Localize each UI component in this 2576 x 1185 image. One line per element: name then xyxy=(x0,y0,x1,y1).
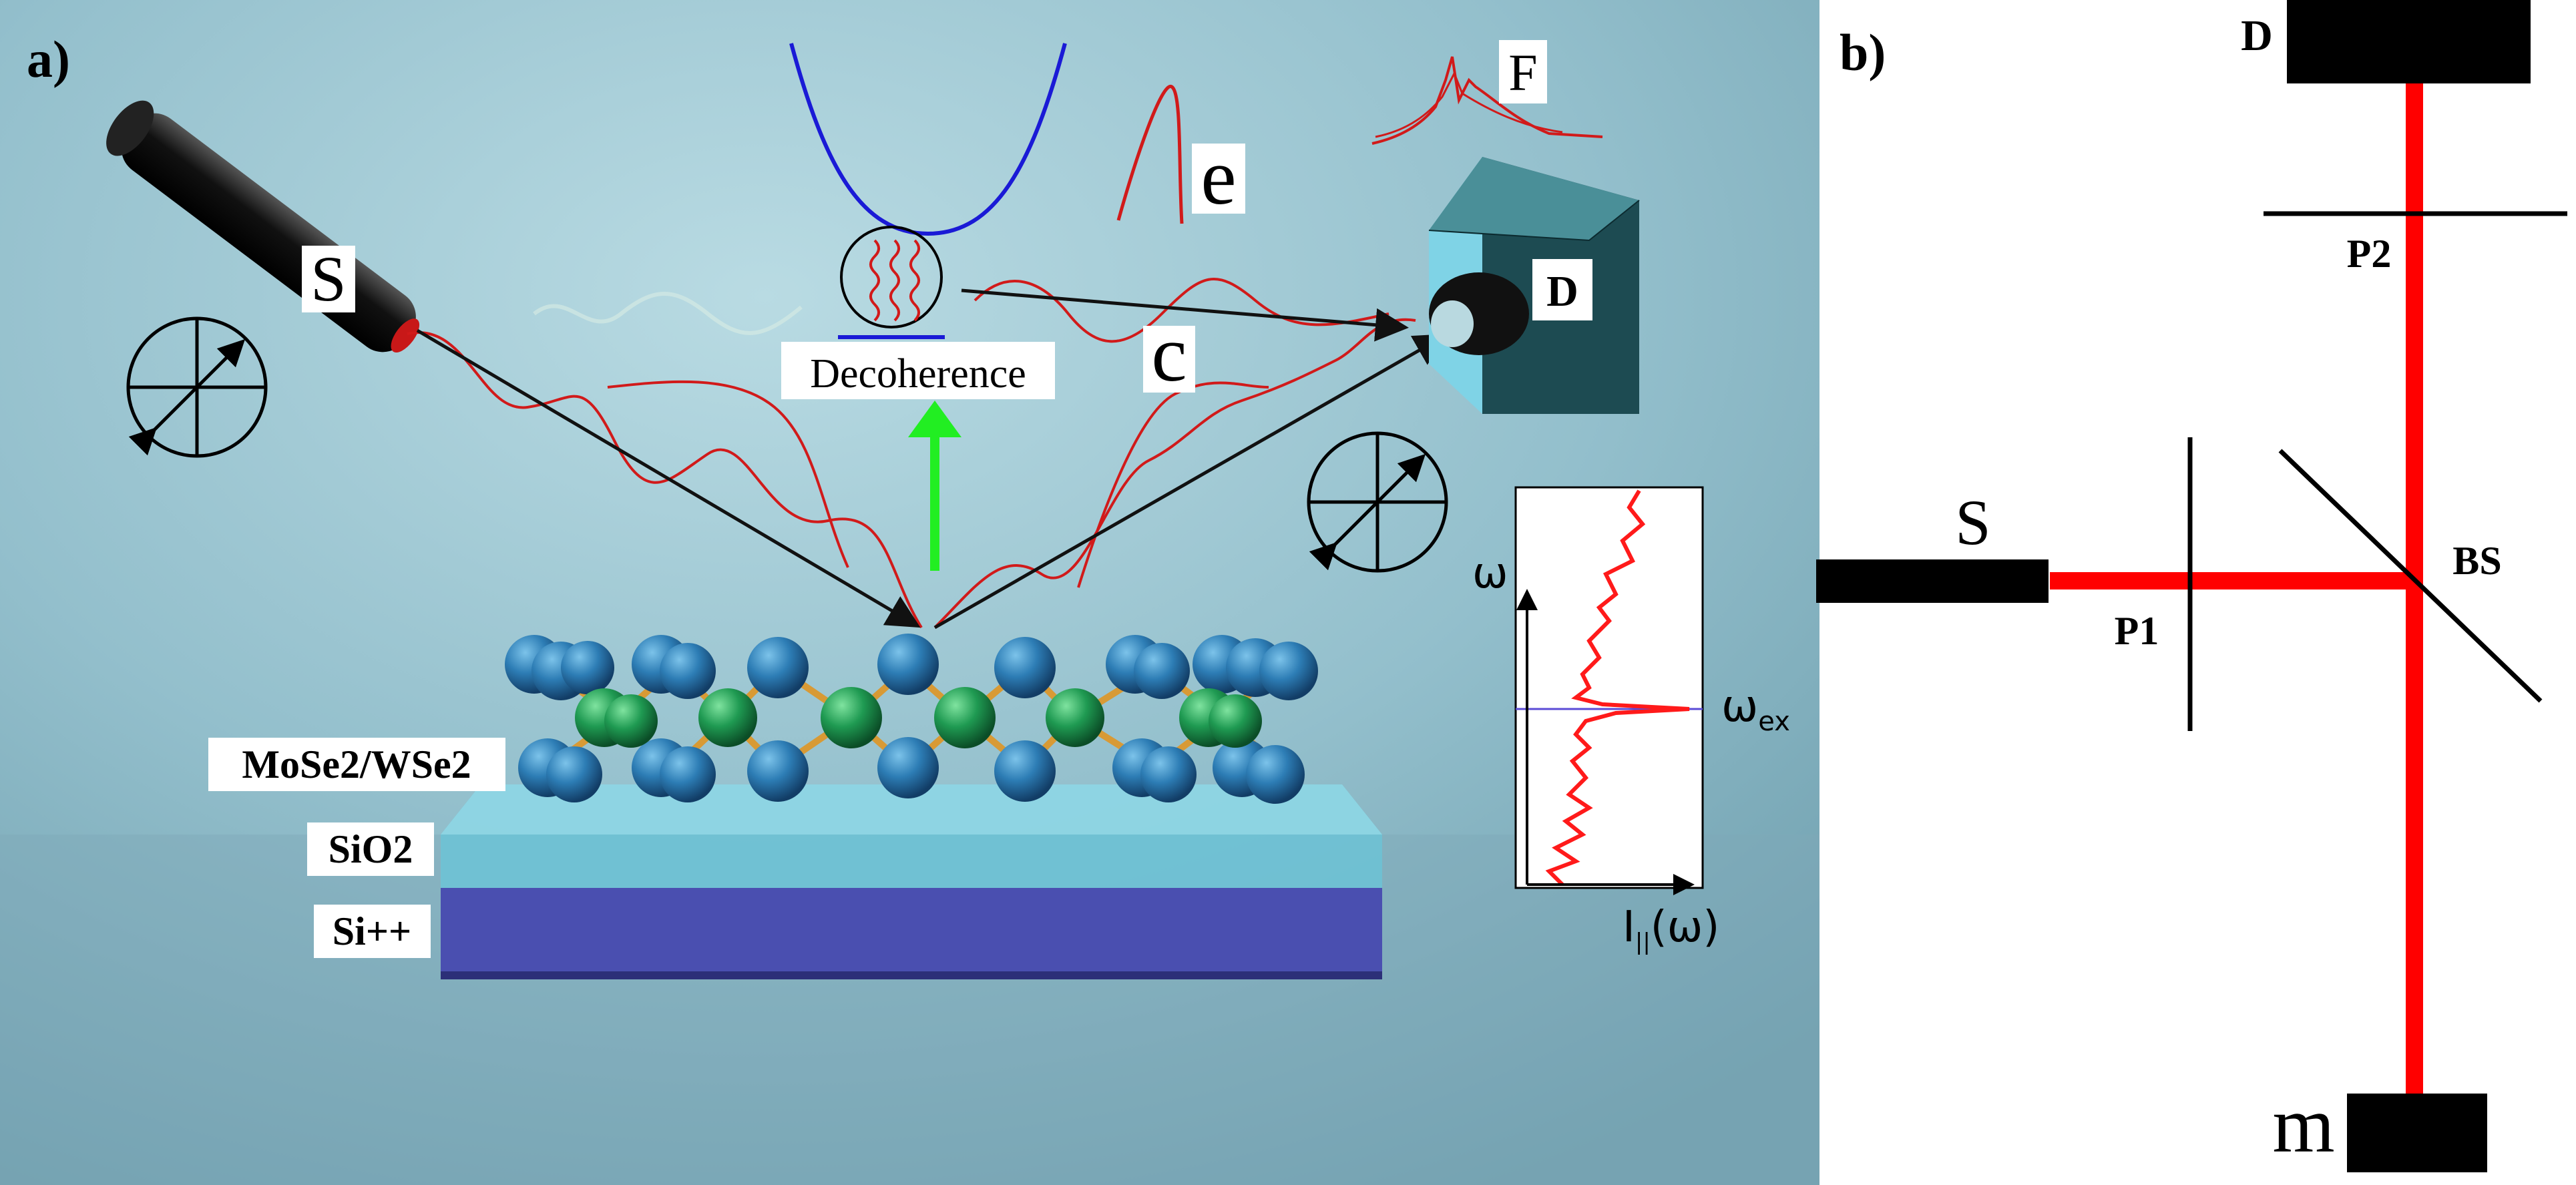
layer-label-bottom: Si++ xyxy=(333,909,411,953)
source-block xyxy=(1816,559,2049,603)
green-arrow xyxy=(908,401,961,571)
beam-splitter-label: BS xyxy=(2452,539,2501,583)
decoherence-symbol: Decoherence xyxy=(781,43,1067,399)
layer-label-middle: SiO2 xyxy=(329,827,413,871)
red-waves xyxy=(407,277,1416,629)
horizontal-beam xyxy=(2050,572,2414,589)
polarizer-p1-label: P1 xyxy=(2115,609,2159,653)
source-label-b: S xyxy=(1955,487,1990,558)
x-main: I xyxy=(1623,903,1635,952)
curve-e: e xyxy=(1116,85,1245,224)
si-layer xyxy=(441,888,1382,978)
polarization-indicator-in xyxy=(126,316,268,458)
beam-splitter xyxy=(2278,449,2543,703)
potential-parabola xyxy=(789,43,1067,236)
label-f: F xyxy=(1508,43,1537,101)
faint-wave xyxy=(533,292,803,335)
detector-label-a: D xyxy=(1546,267,1578,316)
spectrum-curve xyxy=(1545,489,1690,887)
light-source: S xyxy=(106,100,420,352)
layer-label-top: MoSe2/WSe2 xyxy=(242,742,471,786)
marker-main: ω xyxy=(1721,680,1758,732)
inset-marker-label: ωex xyxy=(1721,680,1790,737)
spectrum-inset: ω ωex I||(ω) xyxy=(1472,486,1790,955)
atomic-lattice xyxy=(505,634,1318,804)
reflected-arrow xyxy=(933,334,1448,630)
substrate xyxy=(441,784,1382,979)
source-label: S xyxy=(310,243,346,314)
marker-sub: ex xyxy=(1758,706,1790,737)
panel-a: a) S xyxy=(0,0,1819,1185)
detector-block xyxy=(2287,0,2531,83)
inset-y-label: ω xyxy=(1472,549,1508,598)
vertical-beam xyxy=(2406,83,2423,1105)
decoherence-label: Decoherence xyxy=(810,351,1026,397)
label-c: c xyxy=(1151,309,1187,398)
inset-x-label: I||(ω) xyxy=(1623,903,1719,955)
x-arg: (ω) xyxy=(1651,903,1720,952)
panel-a-label: a) xyxy=(27,30,70,88)
panel-b-label: b) xyxy=(1840,23,1886,81)
label-e: e xyxy=(1201,132,1236,221)
curve-f: F xyxy=(1371,40,1603,145)
mirror-block xyxy=(2347,1094,2487,1172)
incident-arrow xyxy=(416,328,921,628)
polarizer-p2-label: P2 xyxy=(2347,232,2392,276)
layer-labels: MoSe2/WSe2 SiO2 Si++ xyxy=(208,738,505,958)
beam-arrows xyxy=(416,288,1448,630)
decoherence-arrow xyxy=(961,288,1409,342)
polarization-indicator-out xyxy=(1307,431,1448,573)
detector-box: D xyxy=(1428,157,1640,414)
detector-label-b: D xyxy=(2241,11,2273,60)
panel-b: b) S D m P1 P2 BS xyxy=(1816,0,2576,1185)
mirror-label: m xyxy=(2272,1080,2334,1169)
curve-c: c xyxy=(1143,309,1195,398)
x-sub: || xyxy=(1635,929,1651,955)
